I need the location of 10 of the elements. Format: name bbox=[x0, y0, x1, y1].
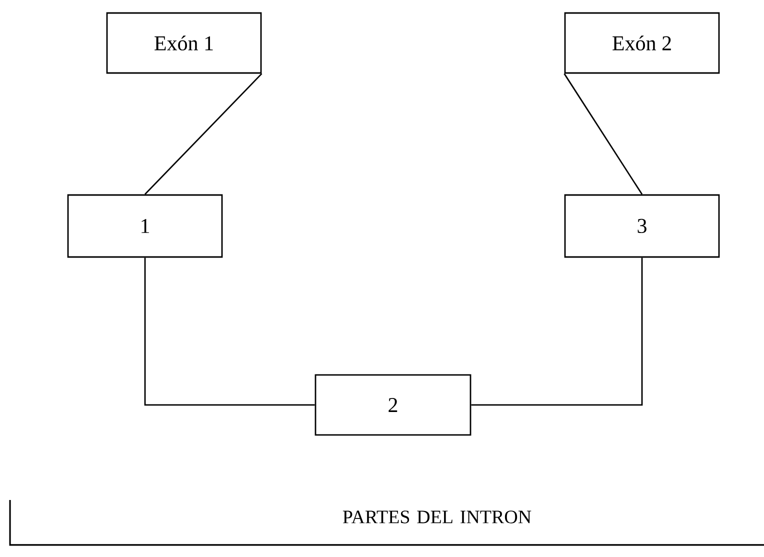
process-box: Exón 2 bbox=[564, 12, 720, 74]
caption-text: PARTES DEL INTRON bbox=[342, 510, 532, 524]
process-box: Exón 1 bbox=[106, 12, 262, 74]
process-box: 3 bbox=[564, 194, 720, 258]
process-box: 2 bbox=[314, 374, 472, 436]
connector-line bbox=[144, 73, 262, 195]
connector-line bbox=[144, 258, 315, 406]
connector-line bbox=[564, 73, 643, 195]
process-box: 1 bbox=[67, 194, 223, 258]
connector-line bbox=[471, 258, 643, 406]
